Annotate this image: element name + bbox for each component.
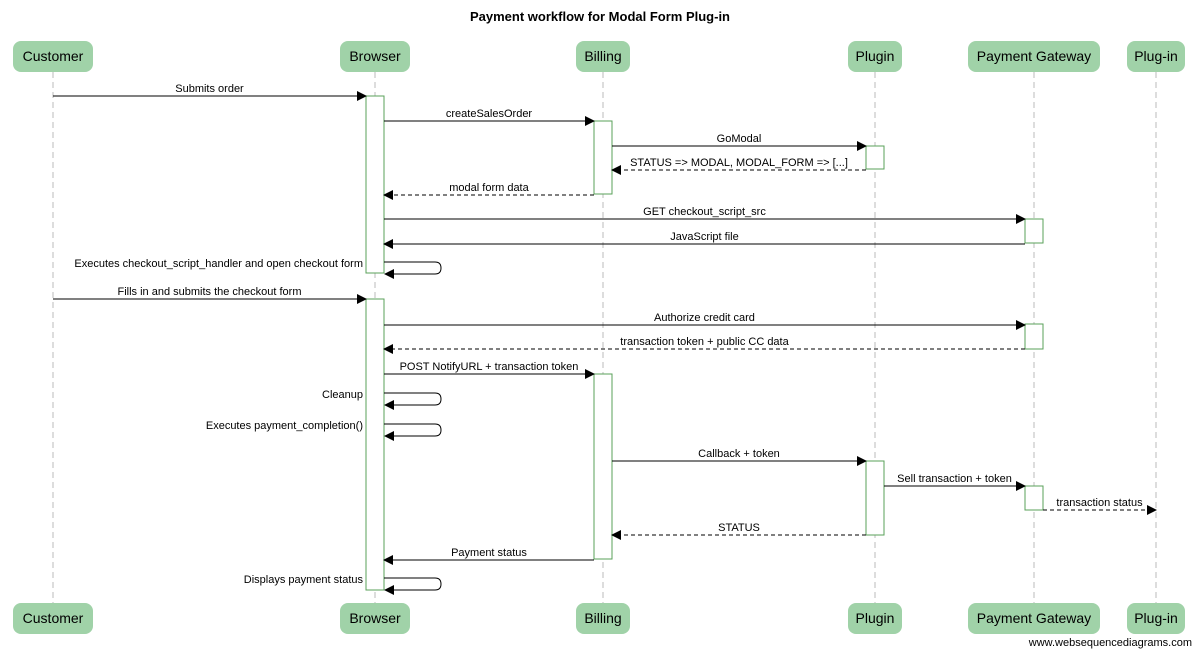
message-label: Displays payment status bbox=[244, 574, 364, 586]
message-7: JavaScript file bbox=[383, 231, 1025, 249]
message-10: Authorize credit card bbox=[384, 312, 1026, 330]
watermark: www.websequencediagrams.com bbox=[1028, 637, 1192, 649]
message-11: transaction token + public CC data bbox=[383, 336, 1025, 354]
message-label: Executes payment_completion() bbox=[206, 420, 363, 432]
message-label: Payment status bbox=[451, 547, 527, 559]
activation-bar-gateway bbox=[1024, 323, 1044, 350]
message-label: Cleanup bbox=[322, 389, 363, 401]
message-6: GET checkout_script_src bbox=[384, 206, 1026, 224]
message-18: STATUS bbox=[611, 522, 866, 540]
diagram-title: Payment workflow for Modal Form Plug-in bbox=[470, 9, 730, 24]
message-3: GoModal bbox=[612, 133, 867, 151]
participant-label-customer-top: Customer bbox=[23, 48, 84, 64]
participant-box-plugin2-top bbox=[1127, 41, 1185, 72]
activation-bar-billing bbox=[593, 120, 613, 195]
participant-box-gateway-top bbox=[968, 41, 1100, 72]
message-1: Submits order bbox=[53, 83, 367, 101]
participant-label-plugin2-top: Plug-in bbox=[1134, 48, 1178, 64]
participant-label-customer-bottom: Customer bbox=[23, 610, 84, 626]
message-17: transaction status bbox=[1043, 497, 1157, 515]
participant-label-billing-bottom: Billing bbox=[584, 610, 621, 626]
participant-box-browser-top bbox=[340, 41, 410, 72]
message-label: Authorize credit card bbox=[654, 312, 755, 324]
participant-label-plugin-top: Plugin bbox=[856, 48, 895, 64]
participant-label-browser-bottom: Browser bbox=[349, 610, 401, 626]
activation-bar-plugin bbox=[865, 460, 885, 536]
participant-box-plugin-top bbox=[848, 41, 902, 72]
participant-label-plugin-bottom: Plugin bbox=[856, 610, 895, 626]
message-5: modal form data bbox=[383, 182, 594, 200]
activation-bar-gateway bbox=[1024, 485, 1044, 511]
message-label: STATUS => MODAL, MODAL_FORM => [...] bbox=[630, 157, 848, 169]
participant-label-plugin2-bottom: Plug-in bbox=[1134, 610, 1178, 626]
activation-bar-plugin bbox=[865, 145, 885, 170]
message-label: GoModal bbox=[717, 133, 762, 145]
participant-box-browser-bottom bbox=[340, 603, 410, 634]
participant-box-gateway-bottom bbox=[968, 603, 1100, 634]
message-label: createSalesOrder bbox=[446, 108, 533, 120]
activation-bar-browser bbox=[365, 298, 385, 591]
message-label: Executes checkout_script_handler and ope… bbox=[74, 258, 363, 270]
participant-label-billing-top: Billing bbox=[584, 48, 621, 64]
message-12: POST NotifyURL + transaction token bbox=[384, 361, 595, 379]
participant-label-gateway-bottom: Payment Gateway bbox=[977, 610, 1091, 626]
message-label: Fills in and submits the checkout form bbox=[117, 286, 301, 298]
message-15: Callback + token bbox=[612, 448, 867, 466]
activation-bar-browser bbox=[365, 95, 385, 274]
participant-box-plugin2-bottom bbox=[1127, 603, 1185, 634]
message-4: STATUS => MODAL, MODAL_FORM => [...] bbox=[611, 157, 866, 175]
message-label: Sell transaction + token bbox=[897, 473, 1012, 485]
message-8: Executes checkout_script_handler and ope… bbox=[74, 258, 442, 279]
message-label: GET checkout_script_src bbox=[643, 206, 766, 218]
self-message-arrow bbox=[384, 261, 442, 279]
participant-label-browser-top: Browser bbox=[349, 48, 401, 64]
message-label: JavaScript file bbox=[670, 231, 738, 243]
self-message-arrow bbox=[384, 423, 442, 441]
message-label: transaction token + public CC data bbox=[620, 336, 789, 348]
participant-box-plugin-bottom bbox=[848, 603, 902, 634]
message-2: createSalesOrder bbox=[384, 108, 595, 126]
participant-box-billing-bottom bbox=[576, 603, 630, 634]
self-message-arrow bbox=[384, 577, 442, 595]
message-13: Cleanup bbox=[322, 389, 442, 410]
message-20: Displays payment status bbox=[244, 574, 442, 595]
message-14: Executes payment_completion() bbox=[206, 420, 442, 441]
message-label: POST NotifyURL + transaction token bbox=[400, 361, 579, 373]
message-9: Fills in and submits the checkout form bbox=[53, 286, 367, 304]
self-message-arrow bbox=[384, 392, 442, 410]
message-label: transaction status bbox=[1056, 497, 1143, 509]
message-label: Callback + token bbox=[698, 448, 780, 460]
participant-box-customer-bottom bbox=[13, 603, 93, 634]
participant-label-gateway-top: Payment Gateway bbox=[977, 48, 1091, 64]
message-19: Payment status bbox=[383, 547, 594, 565]
activation-bar-billing bbox=[593, 373, 613, 560]
participant-box-customer-top bbox=[13, 41, 93, 72]
participant-box-billing-top bbox=[576, 41, 630, 72]
message-label: Submits order bbox=[175, 83, 244, 95]
message-label: STATUS bbox=[718, 522, 760, 534]
message-16: Sell transaction + token bbox=[884, 473, 1026, 491]
activation-bar-gateway bbox=[1024, 218, 1044, 244]
message-label: modal form data bbox=[449, 182, 529, 194]
